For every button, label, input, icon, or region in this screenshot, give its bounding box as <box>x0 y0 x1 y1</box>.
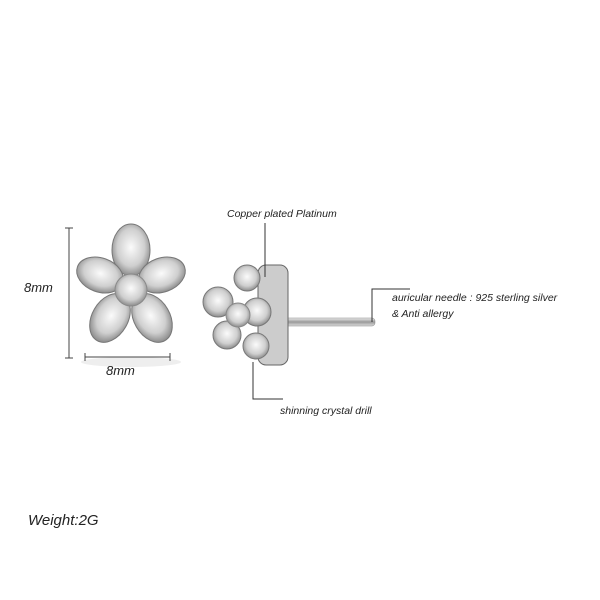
dimension-lines <box>65 227 171 361</box>
needle-callout-line2: & Anti allergy <box>392 308 454 320</box>
height-dimension-label: 8mm <box>24 280 53 295</box>
crystal-callout: shinning crystal drill <box>280 405 372 417</box>
side-flower-earring <box>202 264 376 366</box>
front-flower-earring <box>76 223 186 367</box>
needle-callout-line1: auricular needle : 925 sterling silver <box>392 292 558 304</box>
callout-lines <box>252 223 410 400</box>
width-dimension-label: 8mm <box>106 363 135 378</box>
weight-label: Weight:2G <box>28 512 99 529</box>
copper-plated-callout: Copper plated Platinum <box>227 208 337 220</box>
